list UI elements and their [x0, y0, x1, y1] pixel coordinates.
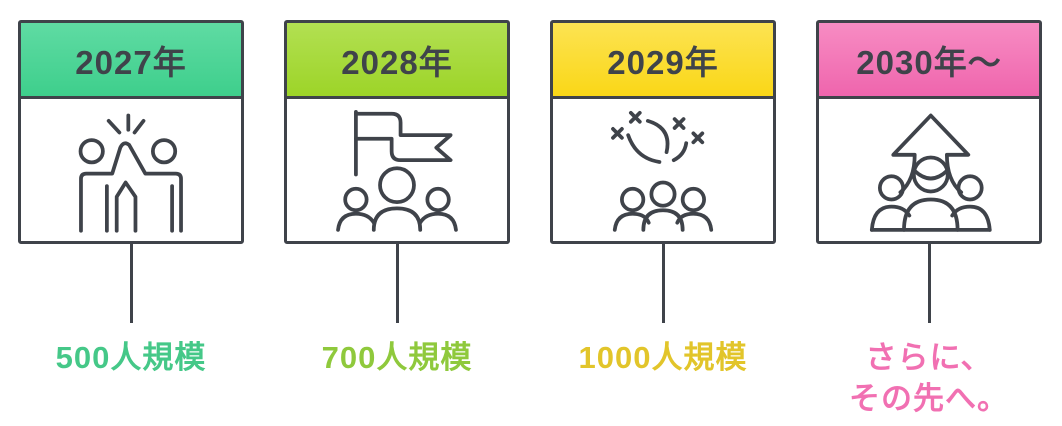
milestone-label: 1000人規模 — [578, 340, 748, 375]
connector-line — [927, 244, 931, 323]
year-header: 2028年 — [287, 23, 507, 99]
year-header: 2027年 — [21, 23, 241, 99]
year-label: 2028年 — [341, 43, 453, 81]
milestone-card: 2028年 — [284, 20, 510, 244]
milestone-label: さらに、 その先へ。 — [849, 340, 1009, 416]
growth-arrow-icon — [869, 113, 992, 232]
year-header: 2030年〜 — [819, 23, 1039, 99]
milestone-card: 2029年 — [550, 20, 776, 244]
year-label: 2030年〜 — [856, 43, 1002, 81]
year-label: 2029年 — [607, 43, 719, 81]
icon-panel — [21, 99, 241, 241]
year-label: 2027年 — [75, 43, 187, 81]
milestone-card: 2030年〜 — [816, 20, 1042, 244]
high-five-icon — [78, 113, 183, 233]
flag-team-icon — [336, 110, 458, 232]
connector-line — [395, 244, 399, 323]
icon-panel — [287, 99, 507, 241]
milestone-label: 700人規模 — [321, 340, 473, 375]
icon-panel — [553, 99, 773, 241]
icon-panel — [819, 99, 1039, 241]
connector-line — [661, 244, 665, 323]
milestone-column-2027: 2027年 500人規模 — [18, 20, 244, 420]
milestone-column-2030: 2030年〜 さらに、 その先へ。 — [816, 20, 1042, 420]
celebration-icon — [611, 110, 714, 232]
connector-line — [129, 244, 133, 323]
year-header: 2029年 — [553, 23, 773, 99]
milestone-card: 2027年 — [18, 20, 244, 244]
milestone-label: 500人規模 — [55, 340, 207, 375]
milestone-column-2029: 2029年 — [550, 20, 776, 420]
milestone-column-2028: 2028年 700人規模 — [284, 20, 510, 420]
